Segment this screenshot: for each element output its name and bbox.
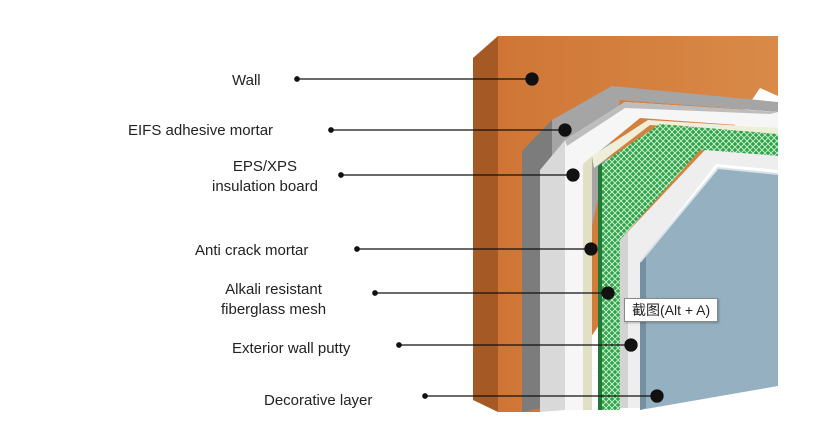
label-wall: Wall — [232, 72, 261, 89]
leader-insulation-board — [338, 168, 580, 182]
insulation-board-layer — [540, 102, 778, 412]
leader-anti-crack-mortar — [354, 242, 598, 256]
label-exterior-wall-putty: Exterior wall putty — [232, 340, 351, 357]
leader-adhesive-mortar — [328, 123, 572, 137]
label-fiberglass-mesh: Alkali resistant fiberglass mesh — [221, 280, 326, 320]
leader-decorative — [422, 389, 664, 403]
label-decorative-layer: Decorative layer — [264, 392, 373, 409]
anti-crack-mortar-layer — [583, 120, 778, 410]
leader-fiberglass-mesh — [372, 286, 615, 300]
screenshot-tooltip: 截图(Alt + A) — [624, 298, 719, 322]
label-insulation-board-line2: insulation board — [212, 178, 318, 195]
leader-wall — [294, 72, 539, 86]
label-insulation-board-line1: EPS/XPS — [232, 158, 298, 175]
label-eifs-adhesive-mortar: EIFS adhesive mortar — [128, 122, 274, 139]
leader-lines — [294, 72, 664, 403]
fiberglass-mesh-layer — [598, 124, 778, 410]
label-anti-crack-mortar: Anti crack mortar — [195, 242, 309, 259]
decorative-layer — [639, 166, 779, 410]
label-fiberglass-mesh-line2: fiberglass mesh — [221, 301, 327, 318]
label-insulation-board: EPS/XPS insulation board — [212, 157, 318, 197]
leader-putty — [396, 338, 638, 352]
label-fiberglass-mesh-line1: Alkali resistant — [225, 281, 322, 298]
